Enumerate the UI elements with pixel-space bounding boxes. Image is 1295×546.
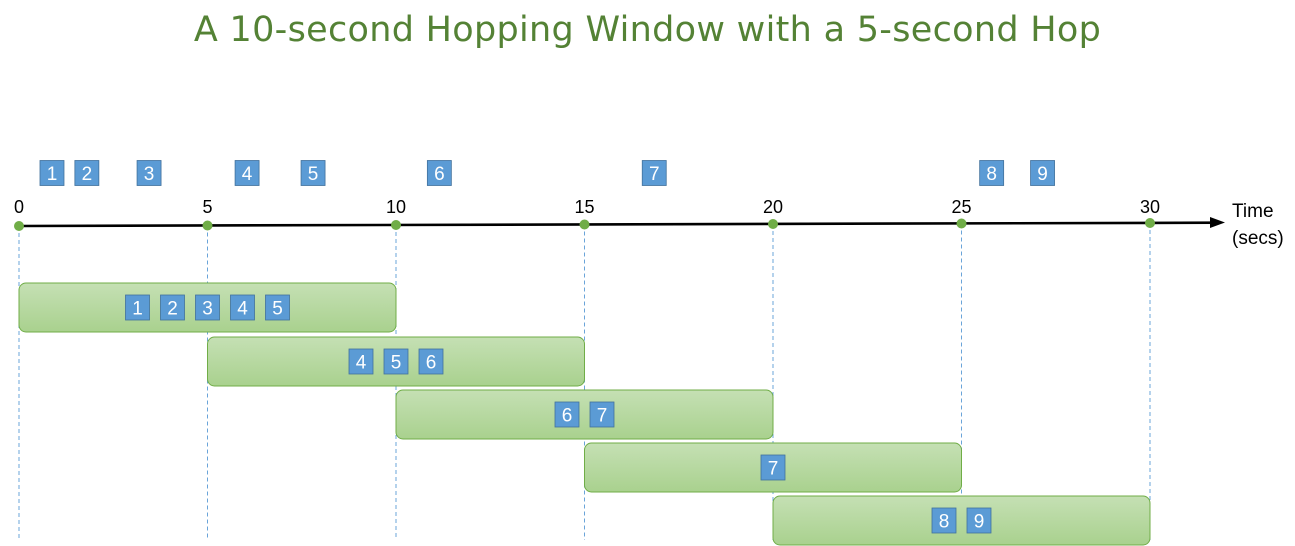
window-event: 4	[348, 348, 374, 375]
event-marker-box	[426, 160, 452, 186]
tick-dot	[768, 219, 778, 229]
tick-dot	[202, 220, 213, 231]
diagram-title: A 10-second Hopping Window with a 5-seco…	[193, 10, 1102, 50]
window-event: 9	[966, 507, 992, 534]
window-event: 2	[160, 294, 185, 321]
window-event-box	[125, 294, 150, 321]
axis-line	[18, 221, 1215, 228]
window-event-box	[265, 294, 290, 321]
window-event: 6	[554, 401, 580, 428]
event-marker-label: 5	[308, 164, 319, 185]
event-marker: 5	[300, 160, 326, 186]
window-event-label: 2	[167, 299, 178, 320]
window-event: 7	[589, 401, 615, 428]
events-row: 1 2 3 4 5 6 7 8 9	[39, 160, 1055, 186]
window-event: 4	[230, 294, 255, 321]
tick-label: 25	[951, 197, 971, 217]
window-event: 8	[931, 507, 957, 534]
window-2: 4 5 6	[207, 336, 585, 387]
event-marker-box	[979, 160, 1005, 186]
event-marker-label: 1	[47, 164, 58, 185]
tick-label: 5	[202, 197, 212, 217]
window-event-label: 1	[132, 299, 143, 320]
window-event-box	[554, 401, 580, 428]
window-event-label: 5	[391, 353, 402, 374]
time-axis: 0 5 10 15 20 25 30	[14, 197, 1225, 231]
window-event-box	[160, 294, 185, 321]
window-event-label: 7	[597, 406, 608, 427]
event-marker-box	[39, 160, 65, 186]
window-event-box	[760, 454, 786, 481]
event-marker: 7	[641, 160, 667, 186]
event-marker-label: 8	[986, 164, 997, 185]
event-marker: 1	[39, 160, 65, 186]
window-event-box	[195, 294, 220, 321]
event-marker: 2	[74, 160, 100, 186]
window-event-box	[348, 348, 374, 375]
window-event-box	[589, 401, 615, 428]
event-marker: 3	[136, 160, 162, 186]
tick-label: 30	[1140, 197, 1160, 217]
window-event: 1	[125, 294, 150, 321]
event-marker: 9	[1030, 160, 1055, 186]
window-event-label: 4	[356, 353, 367, 374]
event-marker-label: 9	[1037, 164, 1048, 185]
event-marker-label: 2	[82, 164, 93, 185]
event-marker-box	[1030, 160, 1055, 186]
window-event-box	[931, 507, 957, 534]
tick-dot	[391, 220, 401, 230]
window-event-box	[383, 348, 409, 375]
window-event: 5	[383, 348, 409, 375]
window-event-label: 4	[237, 299, 248, 320]
window-event-box	[230, 294, 255, 321]
event-marker-box	[234, 160, 260, 186]
window-event: 5	[265, 294, 290, 321]
event-marker-box	[74, 160, 100, 186]
window-event-box	[418, 348, 444, 375]
tick-label: 20	[763, 197, 783, 217]
window-event-label: 3	[202, 299, 213, 320]
axis-label-time: Time	[1232, 201, 1274, 222]
window-event-label: 6	[426, 353, 437, 374]
tick-dot	[579, 219, 590, 230]
event-marker: 8	[979, 160, 1005, 186]
tick-label: 10	[386, 197, 406, 217]
window-4: 7	[584, 442, 962, 493]
window-bar	[395, 389, 774, 440]
tick-dot	[956, 218, 967, 229]
tick-dot	[1145, 218, 1155, 228]
tick-label: 0	[14, 197, 24, 217]
event-marker-box	[300, 160, 326, 186]
event-marker: 4	[234, 160, 260, 186]
window-event-label: 9	[974, 512, 985, 533]
axis-arrow-icon	[1210, 217, 1225, 228]
event-marker-box	[136, 160, 162, 186]
window-event: 3	[195, 294, 220, 321]
event-marker-label: 7	[649, 164, 660, 185]
event-marker: 6	[426, 160, 452, 186]
event-marker-label: 6	[434, 164, 445, 185]
window-event-label: 6	[562, 406, 573, 427]
window-bar	[772, 495, 1151, 546]
tick-label: 15	[574, 197, 594, 217]
event-marker-box	[641, 160, 667, 186]
tick-dot	[14, 221, 24, 231]
event-marker-label: 4	[242, 164, 253, 185]
window-event-label: 8	[939, 512, 950, 533]
event-marker-label: 3	[144, 164, 155, 185]
window-event: 6	[418, 348, 444, 375]
window-event: 7	[760, 454, 786, 481]
window-1: 1 2 3 4 5	[18, 282, 397, 333]
axis-label-unit: (secs)	[1232, 228, 1284, 249]
window-event-label: 7	[768, 459, 779, 480]
window-event-box	[966, 507, 992, 534]
window-event-label: 5	[272, 299, 283, 320]
